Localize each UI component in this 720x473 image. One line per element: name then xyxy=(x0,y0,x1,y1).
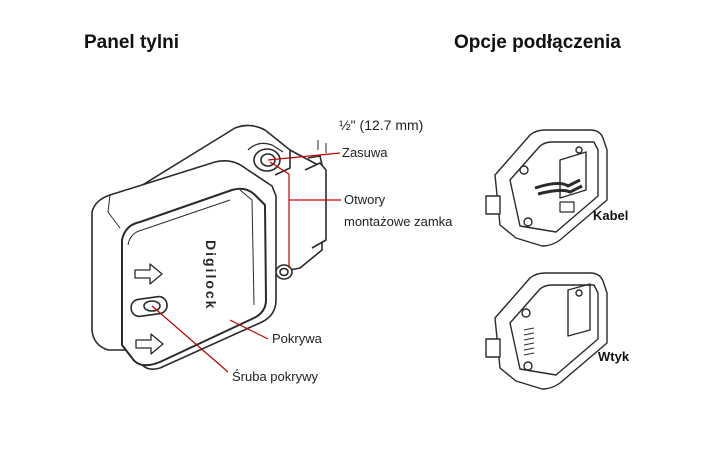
panel-title-right: Opcje podłączenia xyxy=(454,32,621,53)
cover-label: Pokrywa xyxy=(272,331,322,346)
dimension-label: ½" (12.7 mm) xyxy=(339,117,424,133)
plug-option-label: Wtyk xyxy=(598,349,630,364)
mounting-holes-label-line2: montażowe zamka xyxy=(344,214,453,229)
panel-title-left: Panel tylni xyxy=(84,32,180,53)
brand-logo-text: Digilock xyxy=(203,240,219,310)
leader-lines xyxy=(151,152,341,373)
cable-option-label: Kabel xyxy=(593,208,629,223)
mounting-holes-label-line1: Otwory xyxy=(344,192,386,207)
cover-screw-label: Śruba pokrywy xyxy=(232,369,318,384)
latch-label: Zasuwa xyxy=(342,145,388,160)
cable-connector-illustration xyxy=(485,129,608,247)
dimension-marker xyxy=(317,140,327,153)
plug-connector-illustration xyxy=(485,272,608,390)
lock-body-illustration xyxy=(91,124,327,370)
